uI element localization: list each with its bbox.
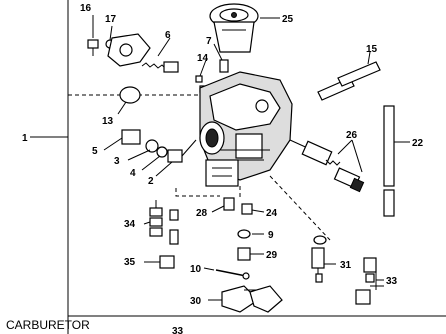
main-jet-part-29 — [237, 247, 251, 261]
leader-14 — [199, 59, 207, 77]
drain-hose-part-22 — [383, 105, 395, 217]
label-25: 25 — [282, 14, 294, 25]
label-13: 13 — [102, 116, 114, 127]
screw-part-16 — [87, 39, 99, 56]
leader-17 — [109, 25, 113, 41]
label-33: 33 — [386, 276, 398, 287]
leader-3 — [127, 149, 151, 161]
label-34: 34 — [124, 219, 136, 230]
leader-24 — [251, 209, 265, 213]
leader-28 — [211, 205, 225, 213]
pilot-jet-part-28 — [223, 197, 235, 211]
diagram-caption: CARBURETOR — [6, 318, 90, 332]
vent-hose-part-15 — [317, 61, 381, 101]
enricher-housing-part — [107, 33, 179, 73]
leader-34 — [143, 221, 151, 225]
label-16: 16 — [80, 3, 92, 14]
jet-holder-part-35 — [159, 255, 175, 269]
label-9: 9 — [268, 230, 274, 241]
leader-26a — [337, 139, 353, 155]
label-33-bottom: 33 — [172, 326, 184, 334]
leader-13 — [117, 101, 127, 115]
float-part-30 — [221, 285, 283, 313]
label-31: 31 — [340, 260, 352, 271]
label-29: 29 — [266, 250, 278, 261]
throttle-stop-screw-assembly — [121, 129, 197, 163]
label-10: 10 — [190, 264, 202, 275]
label-1: 1 — [22, 133, 28, 144]
screw-part-7 — [219, 59, 229, 73]
label-28: 28 — [196, 208, 208, 219]
carburetor-body — [199, 71, 293, 187]
leader-7 — [213, 43, 223, 61]
label-24: 24 — [266, 208, 278, 219]
leader-6 — [157, 37, 171, 57]
diaphragm-cap-part — [209, 3, 259, 53]
label-4: 4 — [130, 168, 136, 179]
dashed-guide-1 — [175, 188, 220, 197]
label-6: 6 — [165, 30, 171, 41]
leader-15 — [367, 51, 371, 65]
plunger-assembly-part-26 — [289, 139, 365, 193]
leader-5 — [103, 137, 123, 151]
o-ring-part-13 — [119, 86, 141, 104]
label-17: 17 — [105, 14, 117, 25]
label-30: 30 — [190, 296, 202, 307]
float-pin-part-10 — [215, 269, 250, 280]
label-26: 26 — [346, 130, 358, 141]
label-5: 5 — [92, 146, 98, 157]
leader-10 — [203, 267, 215, 271]
label-15: 15 — [366, 44, 378, 55]
drain-screw-part-33 — [355, 257, 384, 305]
leader-26b — [351, 139, 363, 173]
label-7: 7 — [206, 36, 212, 47]
dashed-guide-3 — [269, 175, 331, 241]
leader-4 — [141, 155, 161, 171]
label-14: 14 — [197, 53, 209, 64]
label-2: 2 — [148, 176, 154, 187]
leader-2 — [155, 161, 173, 177]
label-22: 22 — [412, 138, 424, 149]
jet-stack-part-34 — [149, 200, 179, 245]
label-35: 35 — [124, 257, 136, 268]
needle-jet-part-24 — [241, 203, 253, 215]
needle-valve-part-31 — [311, 235, 327, 283]
label-3: 3 — [114, 156, 120, 167]
washer-part-9 — [237, 229, 251, 239]
